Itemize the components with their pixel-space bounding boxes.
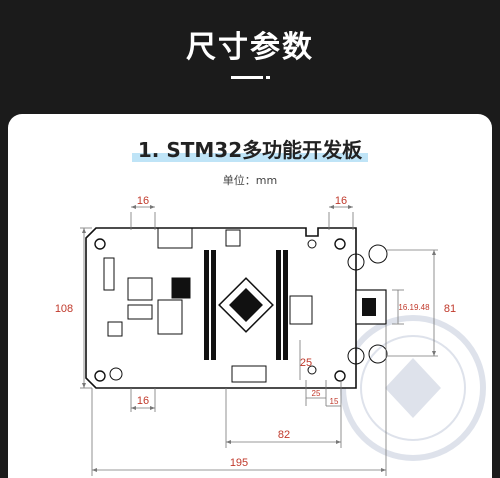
board-components (103, 227, 388, 383)
dim-height-right: 81 (444, 303, 456, 315)
dim-bottom-left: 16 (137, 395, 149, 407)
dim-top-right: 16 (335, 195, 347, 207)
dim-height-left: 108 (55, 303, 73, 315)
page-title: 尺寸参数 (186, 30, 314, 65)
spec-card: 1. STM32多功能开发板 单位：mm (8, 114, 492, 478)
header-banner: 尺寸参数 (0, 0, 500, 112)
watermark-seal (340, 315, 486, 461)
dim-mid-25: 25 (300, 357, 312, 369)
board-title: 1. STM32多功能开发板 (8, 134, 492, 163)
dim-small-25: 25 (312, 389, 321, 398)
mcu-chip (218, 277, 274, 333)
dim-connector-span: 16.19.48 (398, 303, 430, 312)
mounting-holes (94, 238, 346, 382)
title-underline-dot (266, 76, 270, 79)
pin-headers (204, 250, 288, 360)
dim-195: 195 (230, 457, 248, 469)
dim-small-15: 15 (330, 397, 339, 406)
pcb-outline (85, 227, 387, 389)
unit-label: 单位：mm (222, 174, 278, 187)
dimension-arrows (82, 205, 436, 472)
dim-top-left: 16 (137, 195, 149, 207)
title-underline (231, 76, 263, 79)
dim-82: 82 (278, 429, 290, 441)
